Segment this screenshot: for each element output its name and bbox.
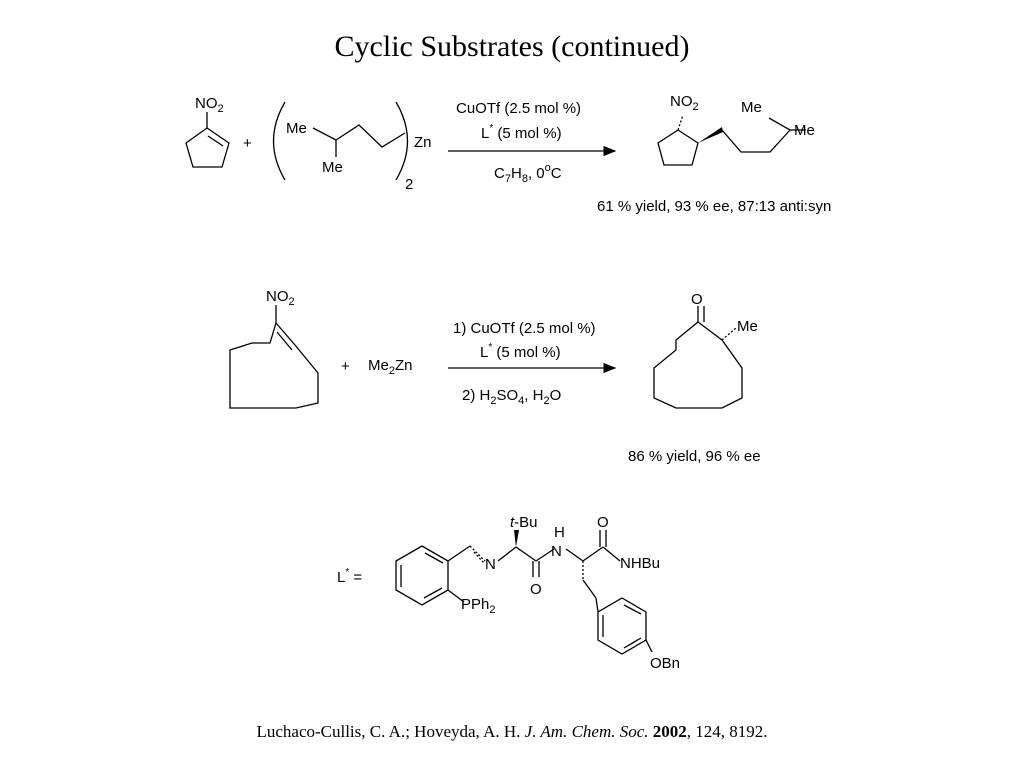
citation: Luchaco-Cullis, C. A.; Hoveyda, A. H. J.…: [0, 722, 1024, 742]
citation-journal: J. Am. Chem. Soc.: [524, 722, 649, 741]
plus-sign: +: [341, 358, 350, 375]
tert-butyl-label: t-Bu: [510, 514, 538, 531]
conditions-1: CuOTf (2.5 mol %) L* (5 mol %) C7H8, 0oC: [448, 100, 617, 185]
result-1: 61 % yield, 93 % ee, 87:13 anti:syn: [597, 198, 831, 215]
phosphine-group: PPh2: [461, 596, 495, 616]
product-2: O Me: [653, 291, 758, 409]
ligand-label: L* =: [337, 567, 362, 586]
reaction-1: NO2 + Me Me Zn 2 CuOTf (2.5 mol %) L* (5…: [185, 93, 831, 215]
dimethylzinc-reagent: Me2Zn: [368, 357, 412, 377]
result-2: 86 % yield, 96 % ee: [628, 448, 761, 465]
carbonyl-oxygen: O: [597, 514, 609, 531]
condition-line: CuOTf (2.5 mol %): [456, 100, 581, 117]
citation-authors: Luchaco-Cullis, C. A.; Hoveyda, A. H.: [256, 722, 521, 741]
zinc-subscript: 2: [405, 176, 413, 193]
nitrocyclopentene: NO2: [185, 95, 230, 168]
nitro-group: NO2: [195, 95, 224, 115]
carbonyl-oxygen: O: [530, 581, 542, 598]
methyl-label: Me: [322, 159, 343, 176]
page-title: Cyclic Substrates (continued): [334, 30, 690, 63]
condition-line: 1) CuOTf (2.5 mol %): [453, 320, 596, 337]
citation-year: 2002: [652, 722, 687, 741]
citation-volume-pages: , 124, 8192.: [686, 722, 768, 741]
nhbu-group: NHBu: [620, 555, 660, 572]
conditions-2: 1) CuOTf (2.5 mol %) L* (5 mol %) 2) H2S…: [448, 320, 617, 407]
condition-line: L* (5 mol %): [480, 342, 561, 361]
methyl-label: Me: [737, 318, 758, 335]
nitro-group: NO2: [266, 288, 295, 308]
condition-line: L* (5 mol %): [481, 123, 562, 142]
ligand-structure: L* = N PPh2 t-Bu O H N O NHBu: [337, 514, 680, 672]
amide-h: H: [554, 524, 565, 541]
product-1: NO2 Me Me: [657, 93, 815, 166]
condition-line: C7H8, 0oC: [494, 162, 562, 185]
nitrocyclododecene: NO2: [229, 288, 319, 409]
imine-nitrogen: N: [485, 556, 496, 573]
amide-nitrogen: N: [551, 543, 562, 560]
nitro-group: NO2: [670, 93, 699, 113]
condition-line: 2) H2SO4, H2O: [462, 387, 561, 407]
ketone-oxygen: O: [691, 291, 703, 308]
methyl-label: Me: [741, 99, 762, 116]
plus-sign: +: [243, 135, 252, 152]
methyl-label: Me: [286, 120, 307, 137]
zinc-label: Zn: [414, 134, 432, 151]
dialkylzinc-reagent: Me Me Zn 2: [272, 101, 432, 193]
methyl-label: Me: [794, 122, 815, 139]
benzyloxy-group: OBn: [650, 655, 680, 672]
reaction-2: NO2 + Me2Zn 1) CuOTf (2.5 mol %) L* (5 m…: [229, 288, 761, 465]
